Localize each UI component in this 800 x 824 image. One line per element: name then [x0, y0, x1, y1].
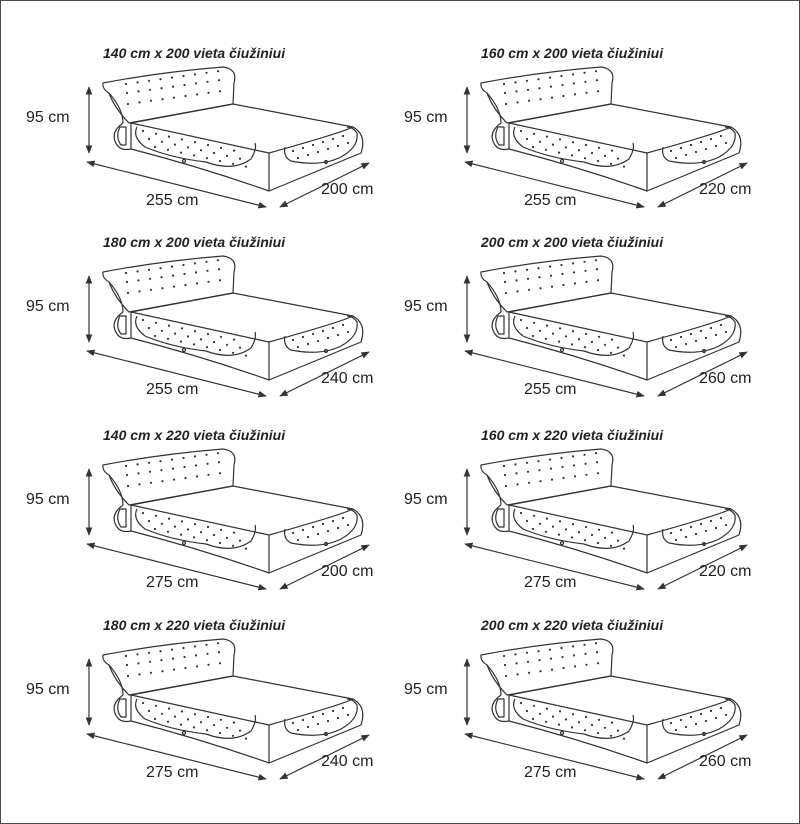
bed-panel: 140 cm x 220 vieta čiužiniui 95 cm 275 c… [1, 423, 379, 612]
height-label: 95 cm [404, 109, 448, 126]
bed-panel: 160 cm x 200 vieta čiužiniui 95 cm 255 c… [379, 41, 757, 230]
height-label: 95 cm [404, 298, 448, 315]
panel-title: 140 cm x 220 vieta čiužiniui [103, 427, 286, 443]
bed-drawing [1, 230, 401, 420]
bed-panel: 180 cm x 200 vieta čiužiniui 95 cm 255 c… [1, 230, 379, 419]
panel-title: 140 cm x 200 vieta čiužiniui [103, 45, 286, 61]
panel-title: 200 cm x 220 vieta čiužiniui [481, 617, 664, 633]
length-label: 255 cm [524, 192, 577, 209]
depth-label: 240 cm [321, 753, 374, 770]
length-label: 275 cm [146, 764, 199, 781]
height-label: 95 cm [26, 681, 70, 698]
height-label: 95 cm [404, 491, 448, 508]
panel-title: 200 cm x 200 vieta čiužiniui [481, 234, 664, 250]
height-label: 95 cm [26, 491, 70, 508]
panel-title: 180 cm x 200 vieta čiužiniui [103, 234, 286, 250]
length-label: 255 cm [146, 192, 199, 209]
bed-drawing [379, 230, 779, 420]
depth-label: 200 cm [321, 563, 374, 580]
panel-title: 160 cm x 220 vieta čiužiniui [481, 427, 664, 443]
bed-drawing [1, 613, 401, 803]
panel-title: 180 cm x 220 vieta čiužiniui [103, 617, 286, 633]
bed-panel: 200 cm x 200 vieta čiužiniui 95 cm 255 c… [379, 230, 757, 419]
bed-drawing [379, 41, 779, 231]
bed-panel: 160 cm x 220 vieta čiužiniui 95 cm 275 c… [379, 423, 757, 612]
height-label: 95 cm [26, 298, 70, 315]
bed-drawing [1, 41, 401, 231]
length-label: 275 cm [146, 574, 199, 591]
depth-label: 240 cm [321, 370, 374, 387]
bed-drawing [1, 423, 401, 613]
panel-title: 160 cm x 200 vieta čiužiniui [481, 45, 664, 61]
depth-label: 260 cm [699, 753, 752, 770]
depth-label: 200 cm [321, 181, 374, 198]
depth-label: 220 cm [699, 181, 752, 198]
bed-panel: 140 cm x 200 vieta čiužiniui 95 cm 255 c… [1, 41, 379, 230]
depth-label: 220 cm [699, 563, 752, 580]
length-label: 255 cm [524, 381, 577, 398]
length-label: 275 cm [524, 764, 577, 781]
length-label: 275 cm [524, 574, 577, 591]
length-label: 255 cm [146, 381, 199, 398]
bed-panel: 180 cm x 220 vieta čiužiniui 95 cm 275 c… [1, 613, 379, 802]
depth-label: 260 cm [699, 370, 752, 387]
bed-drawing [379, 613, 779, 803]
bed-panel: 200 cm x 220 vieta čiužiniui 95 cm 275 c… [379, 613, 757, 802]
bed-drawing [379, 423, 779, 613]
height-label: 95 cm [26, 109, 70, 126]
height-label: 95 cm [404, 681, 448, 698]
